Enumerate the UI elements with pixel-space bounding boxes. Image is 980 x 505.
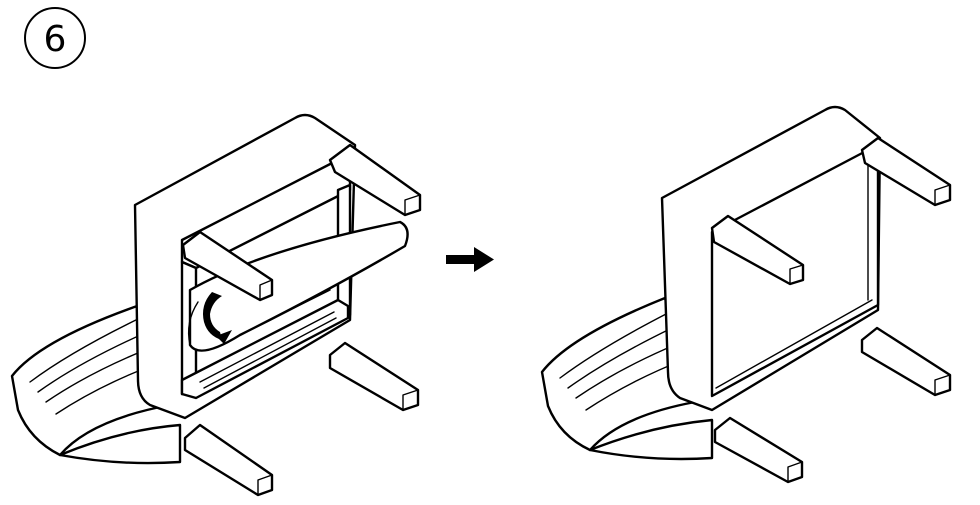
right-arrow-icon: [446, 247, 494, 272]
step-number: 6: [44, 19, 67, 60]
step-number-badge: 6: [24, 7, 86, 69]
chair-upside-down-dust-cover-rolled-icon: [10, 113, 422, 497]
chair-upside-down-dust-cover-attached-icon: [540, 105, 952, 484]
